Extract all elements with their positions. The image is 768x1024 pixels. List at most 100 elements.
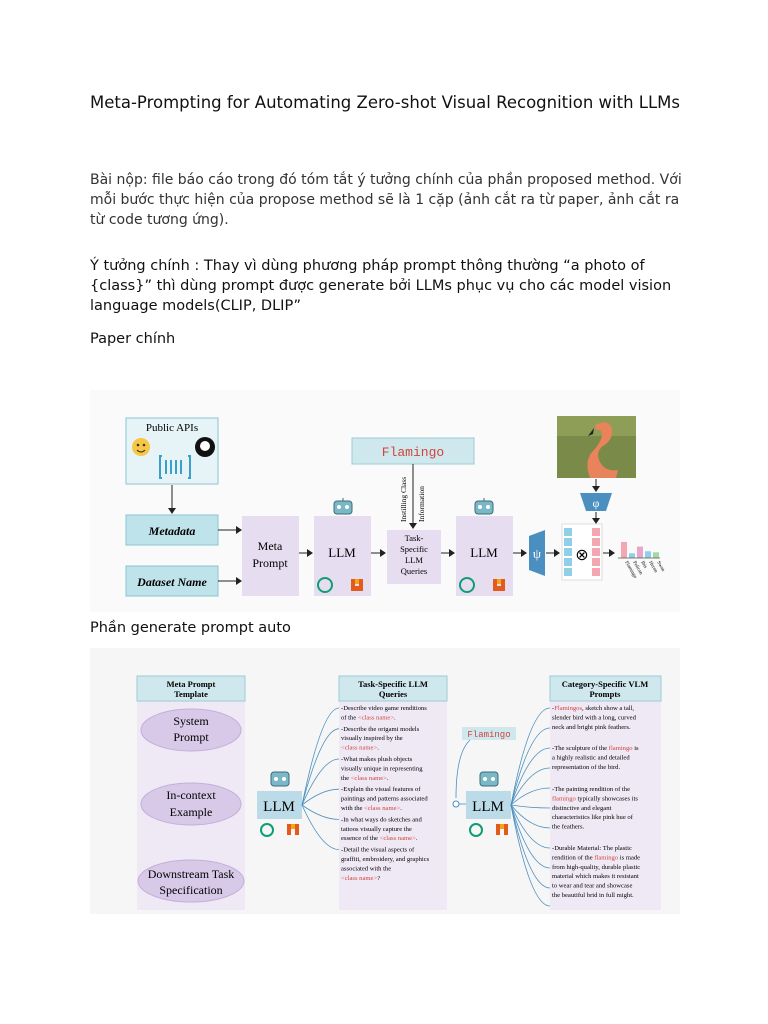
- llm-label-1: LLM: [328, 545, 356, 560]
- vlm-prompt-line: -Durable Material: The plastic: [552, 845, 632, 852]
- vlm-prompt-line: -The sculpture of the flamingo is: [552, 745, 639, 752]
- openai-icon: [317, 577, 333, 593]
- llm-label-2: LLM: [470, 545, 498, 560]
- combine-node: [452, 800, 460, 808]
- vlm-prompt-line: characteristics like pink hue of: [552, 814, 634, 821]
- meta-template-title-2: Template: [174, 689, 208, 699]
- class-score-bar: [645, 551, 651, 558]
- image-embedding-column: [592, 528, 600, 576]
- vlm-prompt-line: distinctive and elegant: [552, 805, 611, 812]
- metadata-box: [125, 514, 219, 546]
- arrow: [510, 767, 551, 806]
- mistral-icon: [287, 824, 299, 835]
- public-apis-label: Public APIs: [146, 422, 198, 434]
- psi-symbol: ψ: [533, 546, 541, 561]
- api-brackets-icon: [159, 455, 191, 479]
- query-line: visually unique in representing: [341, 765, 423, 772]
- class-bar-label: Pelican: [631, 561, 643, 577]
- arrow: [510, 727, 551, 806]
- vlm-prompt-line: rendition of the flamingo is made: [552, 854, 640, 861]
- query-line: visually inspired by the: [341, 735, 403, 742]
- vlm-prompt-line: -Flamingos, sketch show a tall,: [552, 705, 634, 712]
- text-embedding-column: [564, 528, 572, 576]
- query-line: -In what ways do sketches and: [341, 816, 422, 823]
- dataset-name-box: [125, 565, 219, 597]
- flamingo-tag-label: Flamingo: [467, 730, 510, 740]
- arrow: [510, 804, 551, 889]
- vlm-prompt-line: slender bird with a long, curved: [552, 714, 637, 721]
- vlm-header: [549, 675, 662, 702]
- query-line: associated with the: [341, 865, 391, 872]
- metadata-label: Metadata: [148, 524, 196, 538]
- query-line: -What makes plush objects: [341, 756, 413, 763]
- query-line: essence of the <class name>.: [341, 835, 418, 842]
- query-line: paintings and patterns associated: [341, 796, 428, 803]
- meta-template-header: [136, 675, 246, 702]
- class-bar-label: Ibis: [639, 561, 647, 570]
- arrow: [510, 804, 551, 869]
- openai-icon: [469, 823, 483, 837]
- in-context-example-oval: [140, 782, 242, 826]
- arrow: [510, 707, 551, 806]
- query-line: <class name>?: [341, 875, 380, 882]
- vlm-prompt-line: the beautiful brid in full might.: [552, 892, 634, 899]
- arrow: [510, 747, 551, 806]
- prompt-generation-figure: Meta Prompt Template System Prompt In-co…: [90, 648, 680, 914]
- robot-icon: [270, 771, 290, 787]
- dataset-name-label: Dataset Name: [136, 575, 207, 589]
- flamingo-photo: [557, 416, 636, 478]
- oval-3-line2: Specification: [159, 883, 222, 897]
- mistral-icon: [496, 824, 508, 835]
- class-score-bar: [653, 552, 659, 558]
- arrow: [301, 758, 340, 806]
- query-line: graffiti, embroidery, and graphics: [341, 856, 430, 863]
- queries-header: [338, 675, 448, 702]
- llm-right-label: LLM: [472, 799, 504, 815]
- arrow: [301, 788, 340, 806]
- arrow: [510, 804, 551, 829]
- query-line: <class name>.: [341, 745, 379, 752]
- arrow: [510, 804, 551, 849]
- openai-icon: [260, 823, 274, 837]
- downstream-task-oval: [137, 859, 245, 903]
- task-specific-box: [387, 530, 441, 584]
- arrow: [510, 787, 551, 806]
- task-line-3: LLM: [405, 555, 423, 565]
- task-line-4: Queries: [401, 566, 427, 576]
- oval-2-line1: In-context: [166, 788, 216, 802]
- vlm-prompt-line: a highly realistic and detailed: [552, 754, 630, 761]
- meta-prompt-line2: Prompt: [252, 556, 288, 570]
- query-line: -Describe the origami models: [341, 726, 420, 733]
- vlm-title-1: Category-Specific VLM: [562, 679, 648, 689]
- instilling-label-2: Information: [417, 486, 426, 522]
- task-line-2: Specific: [400, 544, 428, 554]
- llm-box-right: [466, 791, 511, 819]
- document-title: Meta-Prompting for Automating Zero-shot …: [90, 93, 681, 112]
- vlm-prompt-line: material which makes it resistant: [552, 873, 639, 880]
- query-line: with the <class name>.: [341, 805, 402, 812]
- mistral-icon: [351, 579, 363, 591]
- oval-2-line2: Example: [170, 805, 213, 819]
- flamingo-tag: [462, 727, 516, 740]
- arrow: [510, 804, 551, 907]
- oval-3-line1: Downstream Task: [148, 867, 235, 881]
- arrow: [301, 804, 340, 820]
- class-bar-label: Swan: [655, 561, 665, 574]
- meta-prompt-box: [242, 516, 299, 596]
- system-prompt-oval: [140, 708, 242, 752]
- robot-icon: [479, 771, 499, 787]
- instilling-label-1: Instilling Class: [399, 477, 408, 522]
- queries-title-1: Task-Specific LLM: [358, 679, 428, 689]
- arrow: [301, 804, 340, 850]
- class-bar-label: Heron: [647, 561, 658, 575]
- class-score-bar: [629, 553, 635, 558]
- robot-icon: [333, 498, 353, 515]
- arrow: [510, 804, 551, 809]
- mistral-icon: [493, 579, 505, 591]
- class-score-bar: [637, 546, 643, 558]
- image-encoder-phi: [580, 493, 612, 511]
- query-line: the <class name>.: [341, 775, 389, 782]
- openai-icon: [459, 577, 475, 593]
- vlm-title-2: Prompts: [589, 689, 621, 699]
- query-line: tattoos visually capture the: [341, 826, 412, 833]
